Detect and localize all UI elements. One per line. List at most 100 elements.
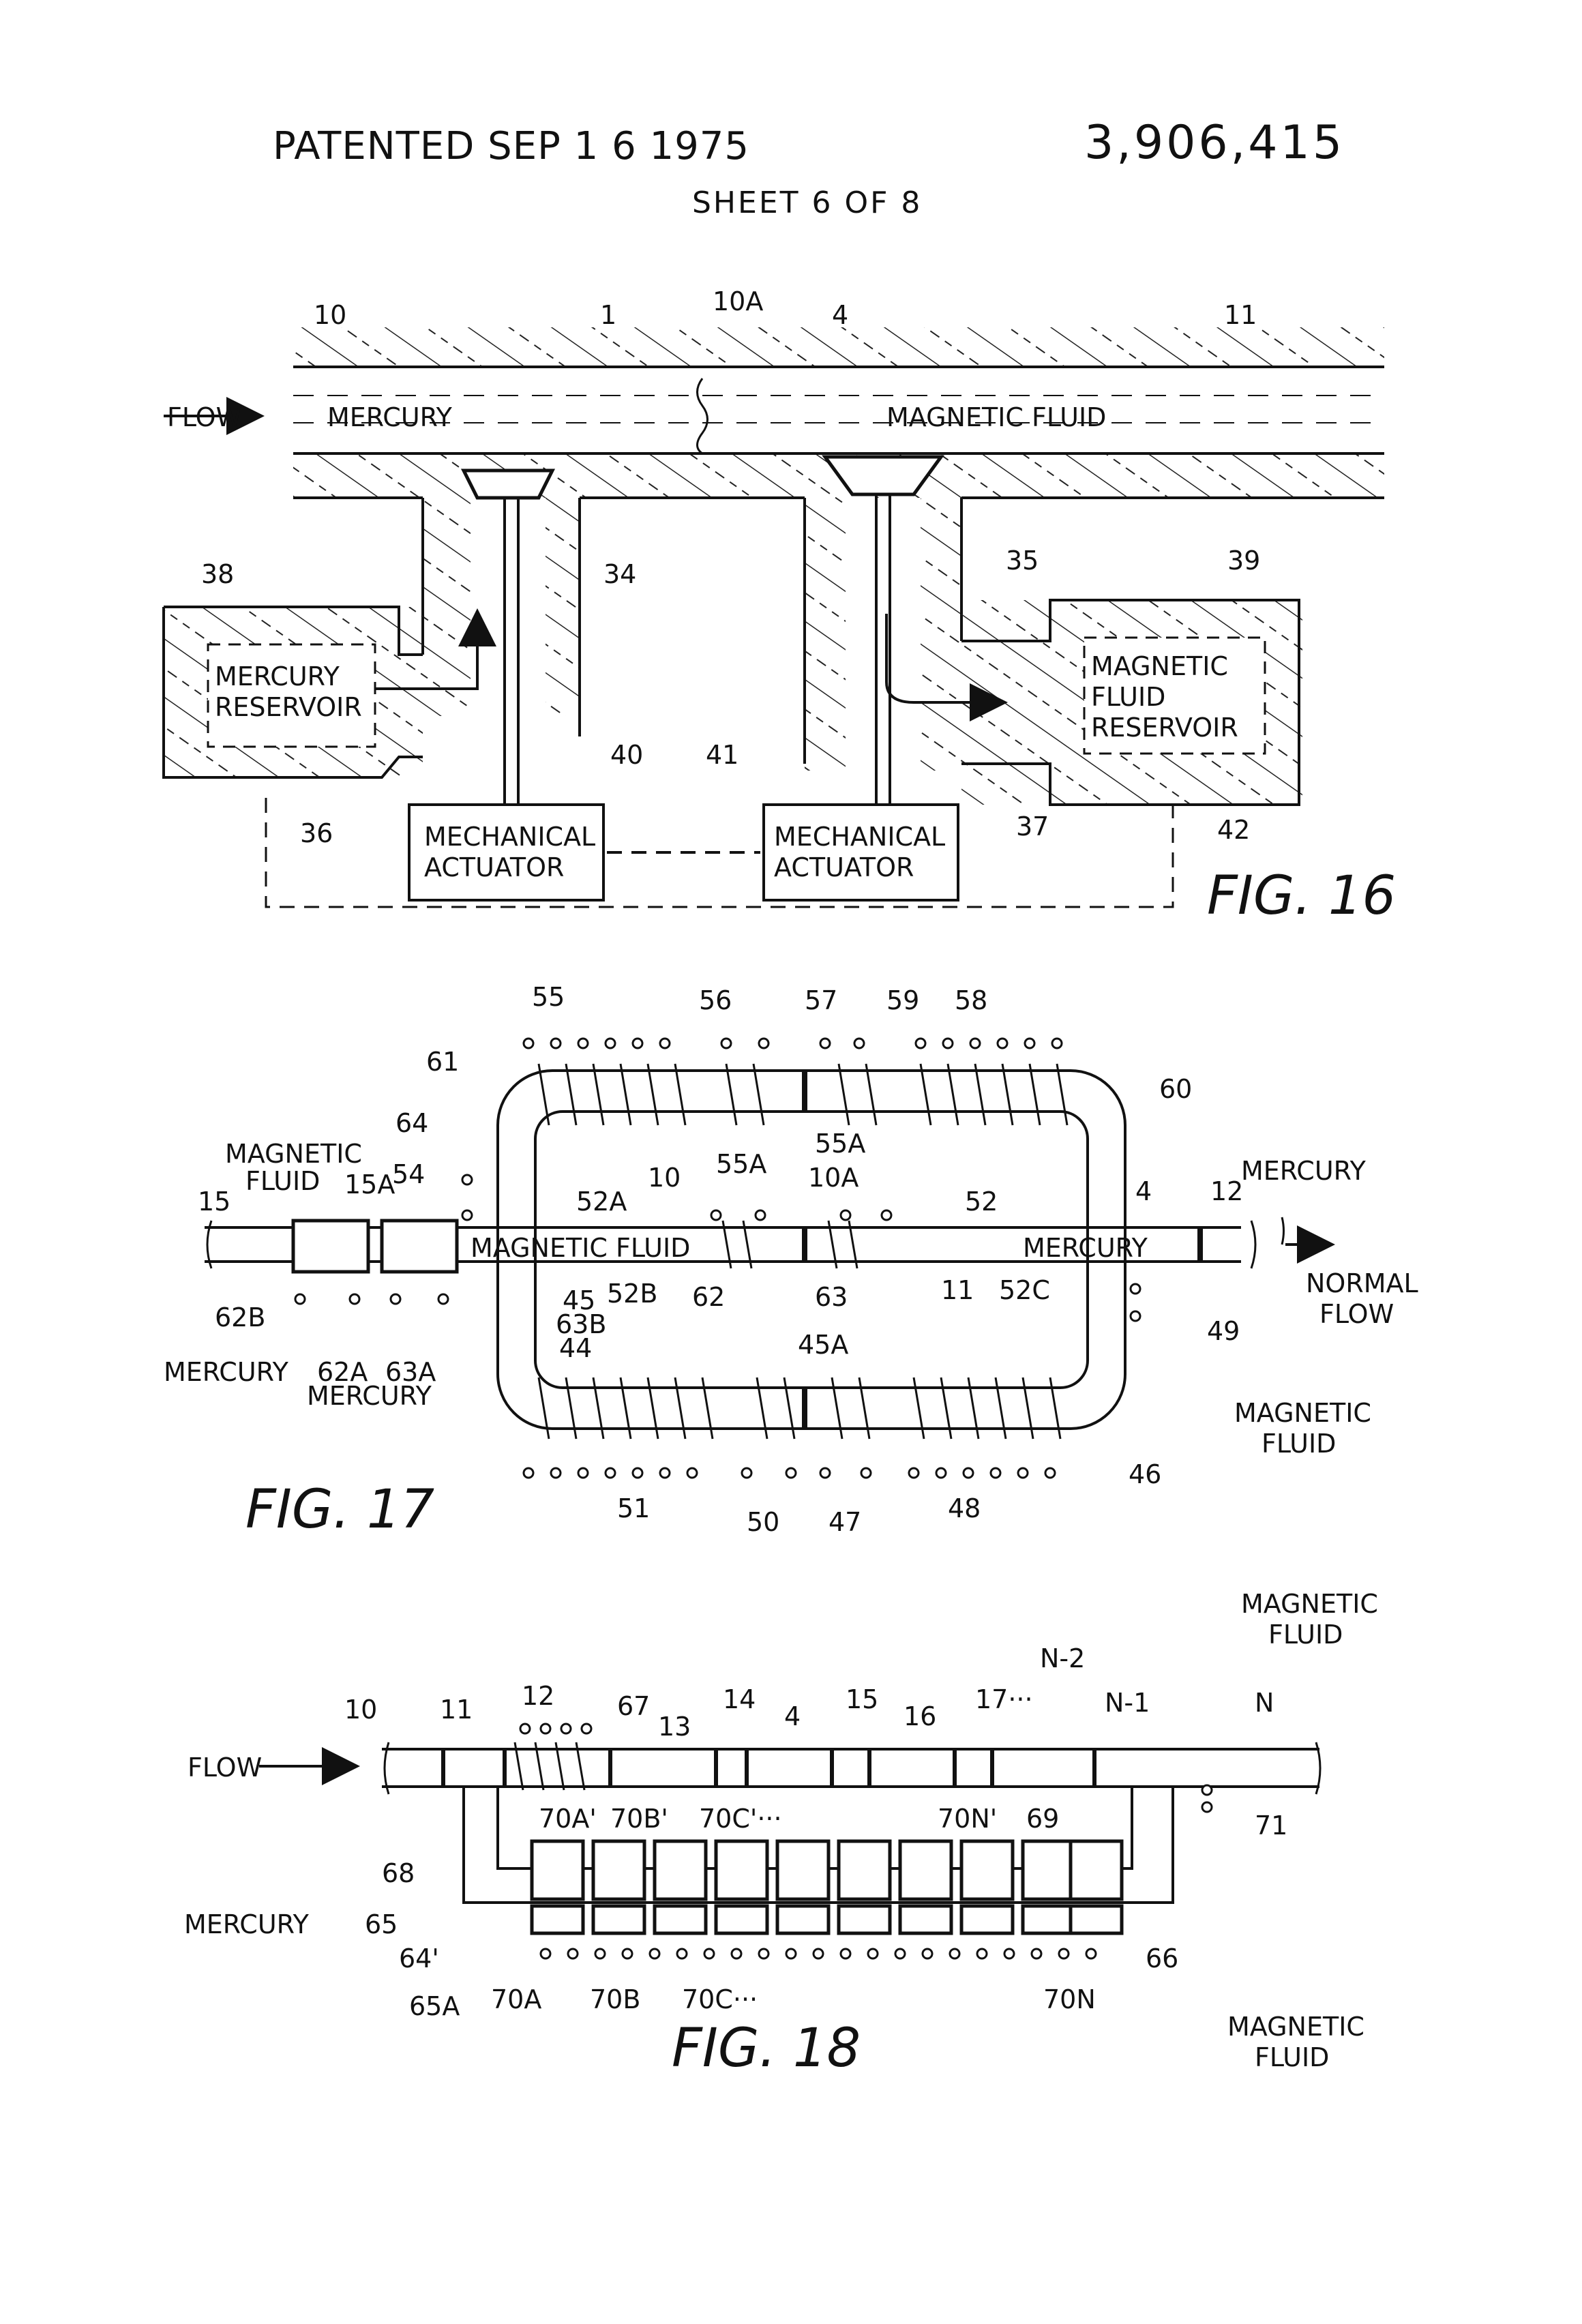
fig17-ref-47: 47	[829, 1507, 861, 1537]
fig18-magnetic-bottom-line1: MAGNETIC	[1227, 2012, 1364, 2042]
fig16-actuator-right-line2: ACTUATOR	[774, 852, 914, 882]
fig18-ref-10: 10	[344, 1695, 377, 1725]
fig16-ref-41: 41	[706, 740, 738, 770]
fig18-ref-65a: 65A	[409, 1991, 460, 2021]
fig18-ref-69: 69	[1026, 1804, 1059, 1834]
fig18-coil-boxes-bottom	[532, 1906, 1122, 1933]
fig16-actuator-right-line1: MECHANICAL	[774, 822, 945, 852]
fig16-flow-label: FLOW	[167, 402, 241, 432]
fig17-ref-55: 55	[532, 982, 565, 1012]
fig16-ref-4: 4	[832, 300, 848, 330]
fig16-ref-38: 38	[201, 559, 234, 589]
fig17-mercury-right-label: MERCURY	[1241, 1156, 1367, 1186]
fig17-magnetic-left-line1: MAGNETIC	[225, 1139, 362, 1169]
fig18-ref-13: 13	[658, 1712, 691, 1742]
fig17-ref-55a-1: 55A	[716, 1149, 766, 1179]
fig18-ref-70b: 70B	[590, 1984, 640, 2014]
fig16-mercury-reservoir-line2: RESERVOIR	[215, 692, 362, 722]
fig17-ref-56: 56	[699, 985, 732, 1015]
fig17-ref-64: 64	[395, 1108, 428, 1138]
fig18-caption: FIG. 18	[672, 2018, 861, 2079]
fig17-ref-62: 62	[692, 1282, 725, 1312]
fig17-ref-10a: 10A	[808, 1163, 859, 1193]
fig16-mf-reservoir-line1: MAGNETIC	[1091, 651, 1228, 681]
fig17-ref-44: 44	[559, 1333, 592, 1363]
fig17-magnetic-fluid-tube-label: MAGNETIC FLUID	[471, 1233, 690, 1263]
fig18-magnetic-top-line1: MAGNETIC	[1241, 1589, 1378, 1619]
fig17-ref-46: 46	[1129, 1459, 1161, 1489]
fig18-ref-70n: 70N	[1043, 1984, 1096, 2014]
fig17-ref-45a: 45A	[798, 1330, 848, 1360]
fig18-ref-n2: N-2	[1040, 1643, 1085, 1673]
fig17-magnetic-right-line1: MAGNETIC	[1234, 1398, 1371, 1428]
fig18-ref-70a-prime: 70A'	[539, 1804, 597, 1834]
figure-18-text: FLOW MAGNETIC FLUID MERCURY MAGNETIC FLU…	[184, 1589, 1378, 2079]
fig17-ref-51: 51	[617, 1493, 650, 1523]
fig17-ref-52: 52	[965, 1187, 998, 1217]
fig16-ref-36: 36	[300, 818, 333, 848]
figure-18	[259, 1742, 1320, 1933]
fig18-ref-70c: 70C···	[682, 1984, 758, 2014]
fig18-ref-15: 15	[846, 1684, 878, 1714]
fig17-ref-57: 57	[805, 985, 837, 1015]
fig18-ref-70n-prime: 70N'	[938, 1804, 997, 1834]
fig18-ref-64p: 64'	[399, 1943, 439, 1973]
fig17-ref-11: 11	[941, 1275, 974, 1305]
fig17-ref-63: 63	[815, 1282, 848, 1312]
fig17-ref-15a: 15A	[344, 1170, 395, 1200]
fig17-ref-52b: 52B	[607, 1279, 657, 1309]
fig18-ref-71: 71	[1255, 1811, 1287, 1841]
fig16-mf-reservoir-line3: RESERVOIR	[1091, 713, 1238, 743]
fig18-ref-12: 12	[522, 1681, 554, 1711]
fig17-ref-12: 12	[1210, 1176, 1243, 1206]
fig17-ref-62a: 62A	[317, 1357, 368, 1387]
fig18-flow-label: FLOW	[188, 1753, 262, 1783]
fig17-ref-48: 48	[948, 1493, 981, 1523]
fig17-ref-50: 50	[747, 1507, 779, 1537]
fig16-mercury-label: MERCURY	[327, 402, 453, 432]
fig17-ref-58: 58	[955, 985, 987, 1015]
fig17-ref-62b: 62B	[215, 1302, 265, 1332]
fig18-mercury-label: MERCURY	[184, 1909, 310, 1939]
fig16-ref-34: 34	[603, 559, 636, 589]
fig16-ref-39: 39	[1227, 546, 1260, 576]
fig18-ref-70a: 70A	[491, 1984, 541, 2014]
fig18-coil-boxes-top	[532, 1841, 1122, 1899]
fig18-ref-70c-prime: 70C'···	[699, 1804, 782, 1834]
fig18-ref-4: 4	[784, 1701, 801, 1731]
fig18-magnetic-top-line2: FLUID	[1268, 1620, 1343, 1650]
fig17-mercury-left-line1: MERCURY	[164, 1357, 289, 1387]
fig17-ref-52c: 52C	[999, 1275, 1050, 1305]
fig16-ref-40: 40	[610, 740, 643, 770]
fig18-ref-n1: N-1	[1105, 1688, 1150, 1718]
fig17-ref-15: 15	[198, 1187, 230, 1217]
fig18-ref-67: 67	[617, 1691, 650, 1721]
fig17-ref-49: 49	[1207, 1316, 1240, 1346]
fig18-ref-66: 66	[1146, 1943, 1178, 1973]
fig17-ref-59: 59	[886, 985, 919, 1015]
fig16-actuator-left-line1: MECHANICAL	[424, 822, 595, 852]
fig16-magnetic-fluid-label: MAGNETIC FLUID	[886, 402, 1106, 432]
fig17-magnetic-left-line2: FLUID	[245, 1166, 320, 1196]
fig18-ref-16: 16	[904, 1701, 936, 1731]
fig18-ref-68: 68	[382, 1858, 415, 1888]
fig17-ref-60: 60	[1159, 1074, 1192, 1104]
fig17-ref-63a: 63A	[385, 1357, 436, 1387]
fig16-actuator-left-line2: ACTUATOR	[424, 852, 564, 882]
fig17-ref-55a-2: 55A	[815, 1129, 865, 1159]
fig17-normal-line2: FLOW	[1319, 1299, 1394, 1329]
fig16-ref-35: 35	[1006, 546, 1039, 576]
fig18-ref-70b-prime: 70B'	[610, 1804, 668, 1834]
fig16-ref-1: 1	[600, 300, 616, 330]
fig17-normal-line1: NORMAL	[1306, 1268, 1418, 1298]
fig16-ref-42: 42	[1217, 815, 1250, 845]
fig17-ref-61: 61	[426, 1047, 459, 1077]
fig18-ref-11: 11	[440, 1695, 473, 1725]
fig18-ref-14: 14	[723, 1684, 756, 1714]
fig17-mercury-tube-label: MERCURY	[1023, 1233, 1148, 1263]
fig16-mercury-reservoir-line1: MERCURY	[215, 661, 340, 691]
fig18-ref-17: 17···	[975, 1684, 1033, 1714]
fig16-ref-37: 37	[1016, 811, 1049, 841]
fig18-magnetic-bottom-line2: FLUID	[1255, 2042, 1329, 2072]
